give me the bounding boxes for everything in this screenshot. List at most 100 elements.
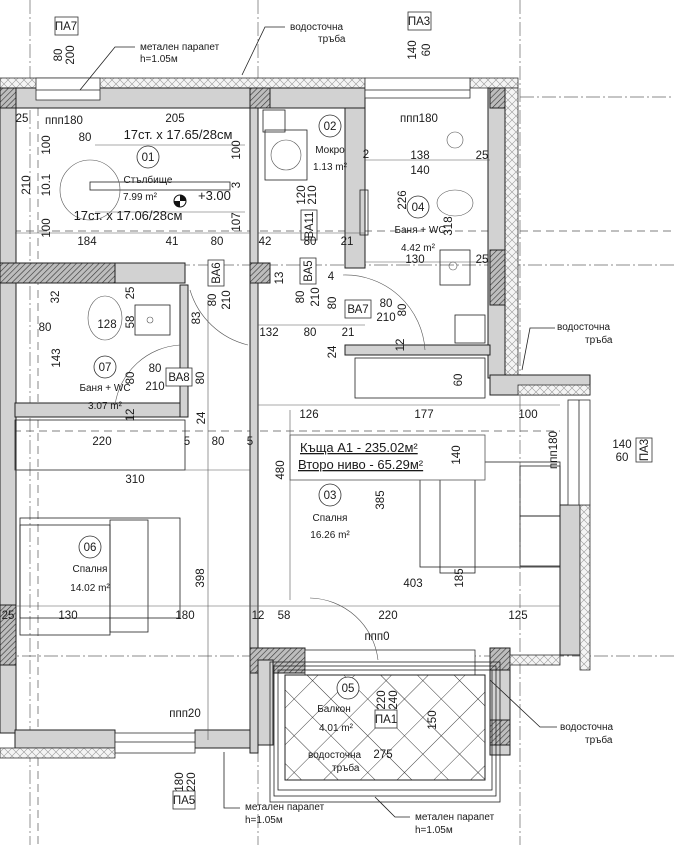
dim: 100 (41, 218, 53, 237)
dimension-lines (15, 159, 560, 740)
dim: 80 (304, 327, 317, 339)
dim: 107 (231, 212, 243, 231)
room-number: 04 (412, 202, 425, 214)
dim: 80 (195, 372, 207, 385)
dim: 143 (51, 348, 63, 367)
dim: 205 (165, 113, 184, 125)
dim: 210 (21, 175, 33, 194)
room-number: 03 (324, 490, 337, 502)
room-number: 01 (142, 152, 155, 164)
room-name: Баня + WC (394, 225, 445, 236)
dim: 12 (395, 339, 407, 352)
dim: 220 (92, 436, 111, 448)
dim: 58 (125, 316, 137, 329)
sill-bedroom-right: ппп180 (548, 431, 560, 469)
dim: 150 (427, 710, 439, 729)
room-number: 05 (342, 683, 355, 695)
dim: 25 (2, 610, 15, 622)
dim: 80 (39, 322, 52, 334)
windows (35, 77, 591, 754)
dim: 210 (310, 287, 322, 306)
room-name: Стълбище (124, 174, 173, 186)
dim: 220 (376, 690, 388, 709)
dim: 128 (97, 319, 116, 331)
room-name: Балкон (317, 704, 351, 715)
window-tag-pa5: ПА5 (173, 795, 195, 807)
dim: 80 (207, 294, 219, 307)
room-name: Мокро (315, 145, 345, 156)
room-06: 06 Спалня 14.02 m² (70, 535, 110, 594)
dim: 83 (191, 312, 203, 325)
dim: 140 (451, 445, 463, 464)
room-02: 02 Мокро 1.13 m² (313, 114, 348, 173)
stairs-labels: 17ст. x 17.65/28см 17ст. x 17.06/28см +3… (74, 127, 233, 223)
dim: 126 (299, 409, 318, 421)
sill-heights: ппп180 ппп180 ппп180 ппп0 ппп20 (45, 113, 560, 720)
window-tag-pa3-top: ПА3 (408, 16, 430, 28)
dim: 125 (508, 610, 527, 622)
room-name: Баня + WC (79, 383, 130, 394)
dim: 210 (145, 381, 164, 393)
dim: 25 (476, 254, 489, 266)
sill-bedroom-06: ппп20 (169, 708, 200, 720)
dim: 180 (174, 772, 186, 791)
dim: 140 (410, 165, 429, 177)
dim: 480 (275, 460, 287, 479)
note-parapet-bottom-left-2: h=1.05м (245, 815, 283, 826)
room-area: 7.99 m² (123, 192, 158, 203)
window-tag-pa1: ПА1 (375, 714, 397, 726)
opening-tags: ПА7 ПА3 ПА3 ПА1 ПА5 ВА11 ВА6 ВА5 ВА7 ВА8 (54, 11, 653, 810)
note-pipe-bottom-right: водосточна (560, 722, 613, 733)
annotations: метален парапет h=1.05м водосточна тръба… (79, 22, 613, 836)
dim: 403 (403, 578, 422, 590)
dim: 10.1 (41, 174, 53, 196)
room-name: Спалня (73, 564, 108, 575)
level-mark: +3.00 (198, 188, 231, 203)
door-tag-ba8: ВА8 (168, 372, 189, 384)
dim: 220 (186, 772, 198, 791)
dim: 80 (212, 436, 225, 448)
dim: 2 (363, 149, 369, 161)
house-total-area: Къща А1 - 235.02м² (300, 440, 418, 455)
note-pipe-balcony-2: тръба (332, 762, 360, 774)
dim: 130 (58, 610, 77, 622)
window-tag-pa7: ПА7 (55, 21, 77, 33)
dim: 100 (231, 140, 243, 159)
dim: 184 (77, 236, 97, 248)
dim: 60 (453, 374, 465, 387)
dim: 210 (307, 185, 319, 204)
dim: 100 (41, 135, 53, 154)
dim: 138 (410, 150, 429, 162)
sill-stairs: ппп180 (45, 115, 83, 127)
dim: 240 (388, 690, 400, 709)
dim: 210 (221, 290, 233, 309)
dim: 80 (53, 49, 65, 62)
room-labels: 01 Стълбище 7.99 m² 02 Мокро 1.13 m² 03 … (70, 114, 446, 734)
dim: 318 (443, 216, 455, 235)
dim: 24 (196, 411, 208, 424)
room-number: 06 (84, 542, 97, 554)
dim: 80 (397, 304, 409, 317)
dim: 80 (79, 132, 92, 144)
room-number: 02 (324, 121, 337, 133)
note-parapet-bottom-right-2: h=1.05м (415, 825, 453, 836)
room-07: 07 Баня + WC 3.07 m² (79, 355, 131, 412)
note-pipe-bottom-right-2: тръба (585, 734, 613, 746)
dim: 132 (259, 327, 278, 339)
dim: 24 (327, 345, 339, 358)
dim: 25 (16, 113, 29, 125)
room-name: Спалня (313, 513, 348, 524)
dim: 5 (247, 436, 253, 448)
room-area: 16.26 m² (310, 530, 350, 541)
dim: 385 (375, 490, 387, 509)
level-area: Второ ниво - 65.29м² (298, 457, 424, 472)
dim: 21 (341, 236, 354, 248)
balcony (269, 661, 501, 803)
dim: 80 (125, 372, 137, 385)
room-01: 01 Стълбище 7.99 m² (123, 145, 173, 203)
stair-flight-lower: 17ст. x 17.06/28см (74, 208, 183, 223)
door-tag-ba7: ВА7 (347, 304, 368, 316)
sill-bath: ппп180 (400, 113, 438, 125)
dim: 32 (50, 291, 62, 304)
